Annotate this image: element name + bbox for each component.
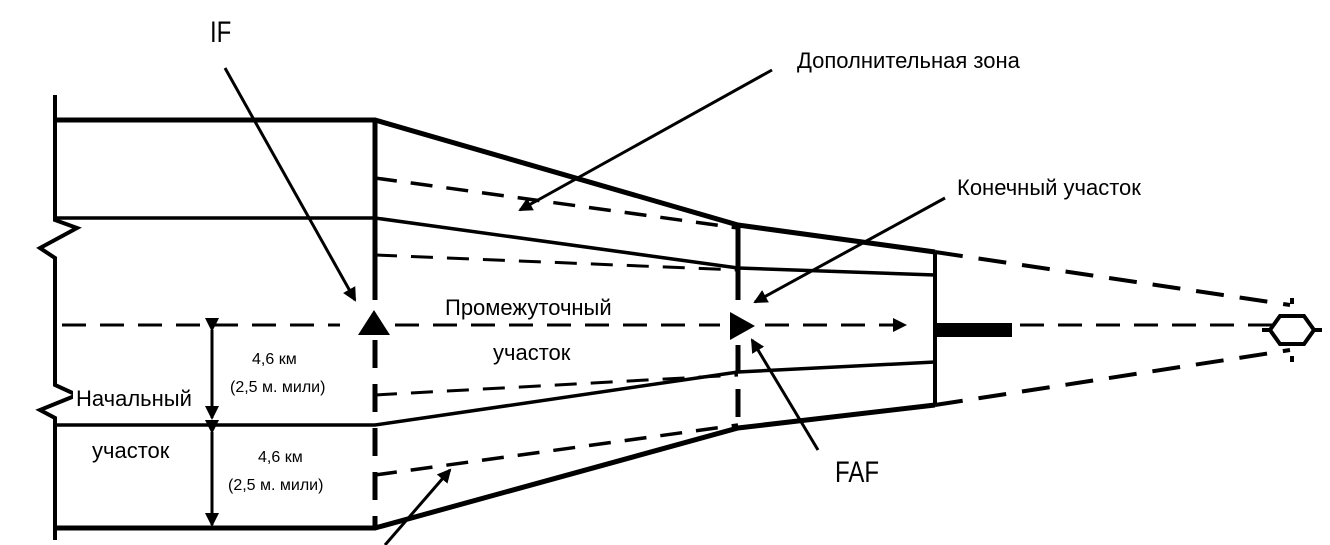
faf-triangle-icon [730,312,755,340]
dashed-secondary-bottom [374,423,739,477]
additional-zone-leader-arrow [518,68,773,212]
dashed-converge-bottom [934,348,1291,407]
dashed-primary-top [374,253,739,272]
outer-boundary-bottom [55,402,936,531]
additional-zone-label: Дополнительная зона [797,48,1020,73]
final-segment-label: Конечный участок [957,175,1141,200]
navaid-icon [1262,298,1322,362]
faf-leader-arrow [750,338,820,451]
primary-boundary-top [55,216,936,277]
initial-segment-label-line1: Начальный [73,388,195,410]
left-boundary [35,95,83,540]
dist-upper-km: 4,6 км [252,351,297,368]
dist-lower-nm: (2,5 м. мили) [226,477,326,494]
outer-boundary-top [55,117,936,255]
dist-upper-nm: (2,5 м. мили) [228,379,328,396]
final-segment-leader-arrow [753,196,946,304]
dashed-secondary-top [374,176,739,230]
dashed-converge-top [934,250,1291,307]
if-leader-arrow [223,67,357,302]
dist-lower-km: 4,6 км [258,449,303,466]
additional-zone-lower-leader [383,468,452,545]
if-triangle-icon [358,310,390,335]
if-label: IF [210,16,232,49]
dashed-primary-bottom [374,373,739,397]
initial-segment-label-line2: участок [92,438,170,463]
faf-label: FAF [835,456,880,489]
intermediate-segment-label-line2: участок [493,340,571,365]
intermediate-segment-label-line1: Промежуточный [445,295,612,320]
